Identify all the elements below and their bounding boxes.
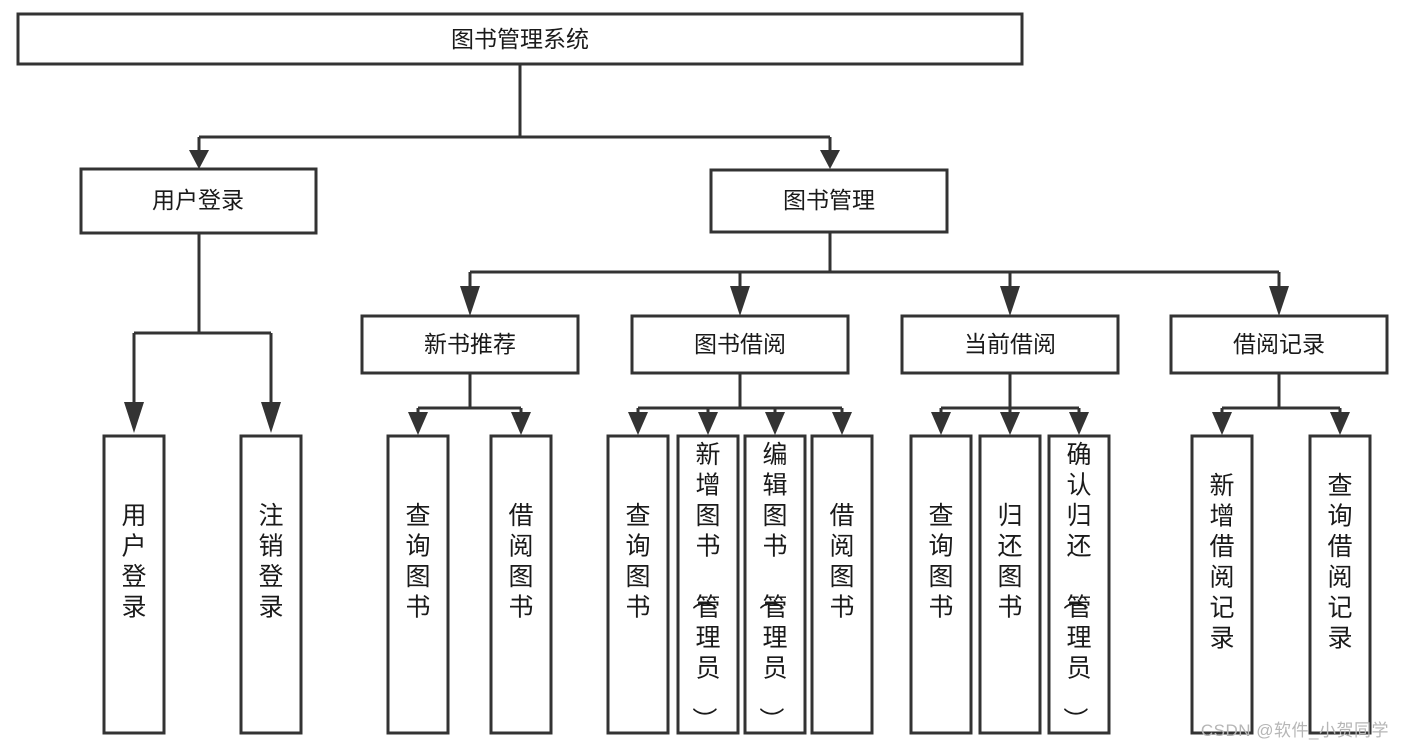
leaf-currentborrow-return-label: 归还图书 xyxy=(997,502,1022,622)
arrowhead-newbook-leaf-1 xyxy=(408,412,428,435)
leaf-node-bookborrow-borrow[interactable]: 借阅图书 xyxy=(810,434,874,735)
borrow-record-box[interactable] xyxy=(1169,314,1389,375)
node-book-borrow[interactable]: 图书借阅 xyxy=(630,314,850,375)
arrowhead-bookborrow-leaf-4 xyxy=(832,412,852,435)
leaf-bookborrow-borrow-box[interactable] xyxy=(810,434,874,735)
leaf-borrowrecord-add-box[interactable] xyxy=(1190,434,1254,735)
leaf-logout-label: 注销登录 xyxy=(258,502,283,622)
leaf-newbook-query-label: 查询图书 xyxy=(405,502,430,622)
leaf-node-currentborrow-return[interactable]: 归还图书 xyxy=(978,434,1042,735)
leaf-bookborrow-add-label: 新增图书（管理员） xyxy=(689,441,720,732)
leaf-bookborrow-add-box[interactable] xyxy=(676,434,740,735)
leaf-bookborrow-query-box[interactable] xyxy=(606,434,670,735)
book-borrow-box[interactable] xyxy=(630,314,850,375)
leaf-node-newbook-borrow[interactable]: 借阅图书 xyxy=(489,434,553,735)
leaf-bookborrow-query-label: 查询图书 xyxy=(625,502,650,622)
leaf-newbook-query-box[interactable] xyxy=(386,434,450,735)
leaf-bookborrow-edit-label: 编辑图书（管理员） xyxy=(756,441,787,732)
leaf-node-currentborrow-confirm[interactable]: 确认归还（管理员） xyxy=(1047,434,1111,735)
root-label: 图书管理系统 xyxy=(451,26,589,52)
arrowhead-currentborrow-leaf-2 xyxy=(1000,412,1020,435)
leaf-currentborrow-query-label: 查询图书 xyxy=(928,502,953,622)
arrowhead-bookborrow-leaf-2 xyxy=(698,412,718,435)
leaf-node-currentborrow-query[interactable]: 查询图书 xyxy=(909,434,973,735)
current-borrow-label: 当前借阅 xyxy=(964,331,1056,357)
arrowhead-bookborrow-leaf-3 xyxy=(765,412,785,435)
arrowhead-book-borrow xyxy=(730,286,750,316)
leaf-node-borrowrecord-add[interactable]: 新增借阅记录 xyxy=(1190,434,1254,735)
leaf-user-login-label: 用户登录 xyxy=(121,502,146,622)
new-book-recommend-box[interactable] xyxy=(360,314,580,375)
leaf-bookborrow-edit-box[interactable] xyxy=(743,434,807,735)
node-root-system[interactable]: 图书管理系统 xyxy=(16,12,1024,66)
root-box[interactable] xyxy=(16,12,1024,66)
leaf-currentborrow-confirm-box[interactable] xyxy=(1047,434,1111,735)
arrowhead-book-manage xyxy=(820,150,840,169)
node-new-book-recommend[interactable]: 新书推荐 xyxy=(360,314,580,375)
node-book-management[interactable]: 图书管理 xyxy=(709,168,949,234)
arrowhead-leaf-user-login xyxy=(124,402,144,433)
leaf-borrowrecord-add-label: 新增借阅记录 xyxy=(1209,472,1234,653)
leaf-currentborrow-confirm-label: 确认归还（管理员） xyxy=(1060,441,1091,732)
book-management-box[interactable] xyxy=(709,168,949,234)
user-login-box[interactable] xyxy=(79,167,318,235)
user-login-label: 用户登录 xyxy=(152,187,244,213)
arrowhead-currentborrow-leaf-3 xyxy=(1069,412,1089,435)
leaf-node-user-login[interactable]: 用户登录 xyxy=(102,434,166,735)
leaf-borrowrecord-query-label: 查询借阅记录 xyxy=(1327,472,1352,653)
leaf-node-bookborrow-add[interactable]: 新增图书（管理员） xyxy=(676,434,740,735)
leaf-node-logout[interactable]: 注销登录 xyxy=(239,434,303,735)
current-borrow-box[interactable] xyxy=(900,314,1120,375)
leaf-newbook-borrow-label: 借阅图书 xyxy=(508,502,533,622)
borrow-record-label: 借阅记录 xyxy=(1233,331,1325,357)
book-borrow-label: 图书借阅 xyxy=(694,331,786,357)
arrowhead-bookborrow-leaf-1 xyxy=(628,412,648,435)
arrowhead-newbook-leaf-2 xyxy=(511,412,531,435)
leaf-logout-box[interactable] xyxy=(239,434,303,735)
new-book-recommend-label: 新书推荐 xyxy=(424,331,516,357)
arrowhead-borrowrecord-leaf-1 xyxy=(1212,412,1232,435)
arrowhead-borrowrecord-leaf-2 xyxy=(1330,412,1350,435)
leaf-currentborrow-return-box[interactable] xyxy=(978,434,1042,735)
arrowhead-leaf-logout xyxy=(261,402,281,433)
arrowhead-currentborrow-leaf-1 xyxy=(931,412,951,435)
leaf-node-borrowrecord-query[interactable]: 查询借阅记录 xyxy=(1308,434,1372,735)
arrowhead-current-borrow xyxy=(1000,286,1020,316)
leaf-newbook-borrow-box[interactable] xyxy=(489,434,553,735)
node-borrow-record[interactable]: 借阅记录 xyxy=(1169,314,1389,375)
node-current-borrow[interactable]: 当前借阅 xyxy=(900,314,1120,375)
leaf-borrowrecord-query-box[interactable] xyxy=(1308,434,1372,735)
arrowhead-new-book xyxy=(460,286,480,316)
node-user-login[interactable]: 用户登录 xyxy=(79,167,318,235)
book-management-label: 图书管理 xyxy=(783,187,875,213)
leaf-bookborrow-borrow-label: 借阅图书 xyxy=(829,502,854,622)
leaf-currentborrow-query-box[interactable] xyxy=(909,434,973,735)
leaf-node-bookborrow-query[interactable]: 查询图书 xyxy=(606,434,670,735)
leaf-node-bookborrow-edit[interactable]: 编辑图书（管理员） xyxy=(743,434,807,735)
leaf-node-newbook-query[interactable]: 查询图书 xyxy=(386,434,450,735)
arrowhead-borrow-record xyxy=(1269,286,1289,316)
arrowhead-user-login xyxy=(189,150,209,169)
connector-layer xyxy=(124,64,1350,435)
leaf-user-login-box[interactable] xyxy=(102,434,166,735)
